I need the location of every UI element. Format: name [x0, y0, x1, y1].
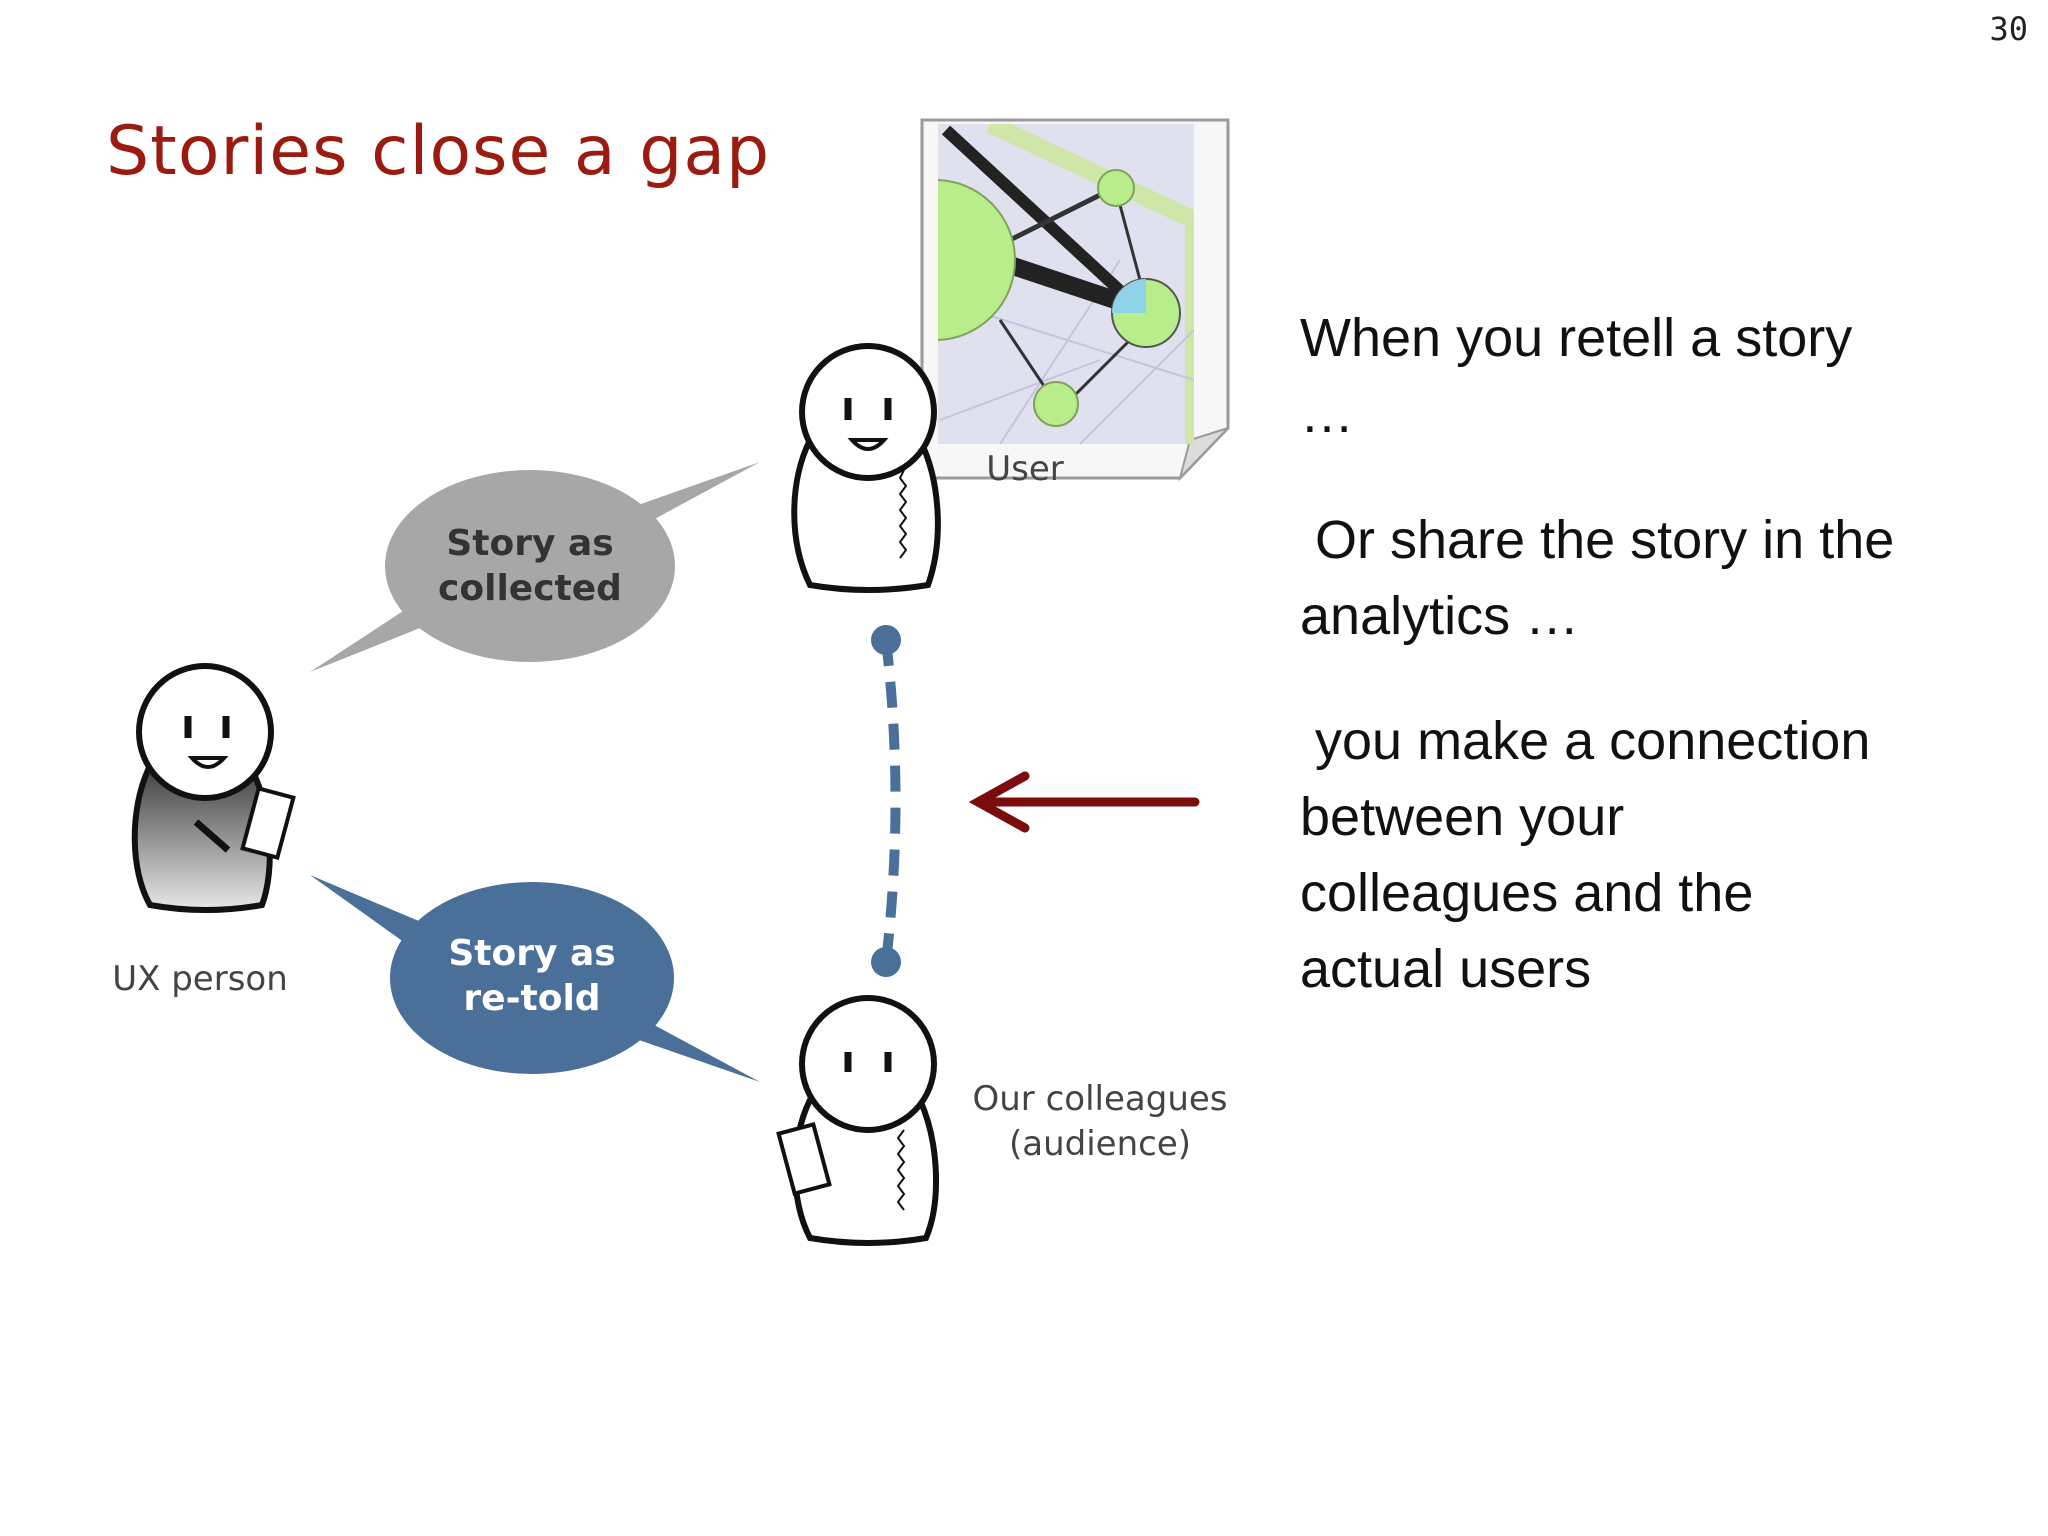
network-graph-image — [938, 124, 1194, 444]
paragraph-retell-line1: When you retell a story — [1300, 308, 1853, 368]
gap-arrow — [968, 771, 1200, 833]
bubble-story-retold: Story as re-told — [310, 875, 760, 1082]
paragraph-connection-line2: between your — [1300, 787, 1625, 847]
paragraph-connection-line3: colleagues and the — [1300, 863, 1754, 923]
colleagues-label-sub: (audience) — [1009, 1124, 1191, 1164]
paragraph-connection: you make a connection between your colle… — [1300, 703, 2000, 1007]
slide-number: 30 — [1989, 10, 2028, 48]
paragraph-connection-line1: you make a connection — [1300, 711, 1871, 771]
bubble-retold-line1: Story as — [448, 933, 615, 974]
bubble-story-collected: Story as collected — [310, 462, 760, 672]
paragraph-analytics-line2: analytics … — [1300, 586, 1580, 646]
paragraph-retell: When you retell a story … — [1300, 300, 2000, 452]
ux-person-figure — [131, 663, 296, 913]
colleague-figure — [776, 995, 939, 1246]
paragraph-retell-line2: … — [1300, 384, 1354, 444]
slide-title: Stories close a gap — [106, 112, 771, 191]
paragraph-analytics: Or share the story in the analytics … — [1300, 502, 2000, 654]
bubble-retold-line2: re-told — [463, 978, 600, 1019]
user-label: User — [986, 449, 1064, 489]
analytics-document: User — [920, 118, 1230, 489]
user-figure — [791, 343, 941, 593]
bubble-collected-line1: Story as — [446, 523, 613, 564]
dashed-connector — [871, 625, 901, 977]
paragraph-analytics-line1: Or share the story in the — [1300, 510, 1895, 570]
bubble-collected-line2: collected — [438, 568, 622, 609]
colleagues-label: Our colleagues — [973, 1079, 1228, 1119]
ux-person-label: UX person — [112, 959, 288, 999]
paragraph-connection-line4: actual users — [1300, 939, 1592, 999]
